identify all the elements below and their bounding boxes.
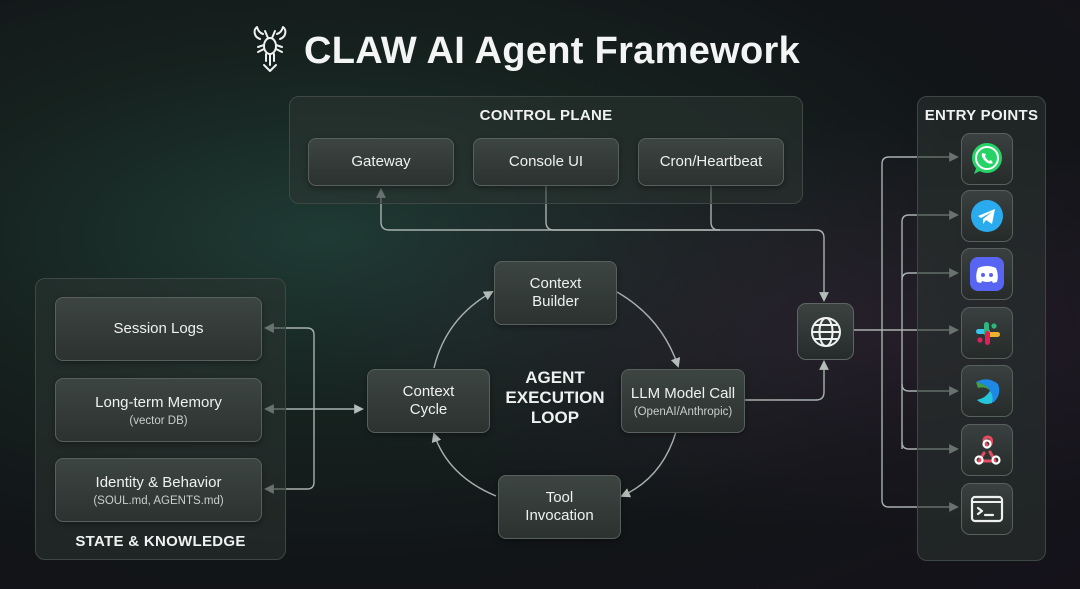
cron-heartbeat-box[interactable]: Cron/Heartbeat (638, 138, 784, 186)
console-ui-box[interactable]: Console UI (473, 138, 619, 186)
identity-behavior-sublabel: (SOUL.md, AGENTS.md) (93, 494, 224, 507)
entry-points-title: ENTRY POINTS (924, 107, 1039, 124)
state-knowledge-title: STATE & KNOWLEDGE (75, 533, 246, 550)
page-title: CLAW AI Agent Framework (304, 29, 801, 72)
identity-behavior-box[interactable]: Identity & Behavior (SOUL.md, AGENTS.md) (55, 458, 262, 522)
session-logs-label: Session Logs (113, 320, 204, 337)
session-logs-box[interactable]: Session Logs (55, 297, 262, 361)
tool-invocation-label: Tool Invocation (525, 489, 594, 524)
long-term-memory-sublabel: (vector DB) (129, 414, 188, 427)
wire-cron (710, 186, 829, 302)
wire-gateway (376, 188, 720, 231)
gateway-box[interactable]: Gateway (308, 138, 454, 186)
context-cycle-label: Context Cycle (402, 383, 455, 418)
whatsapp-icon[interactable] (961, 133, 1013, 185)
telegram-icon[interactable] (961, 190, 1013, 242)
lobster-icon (250, 25, 290, 78)
discord-icon[interactable] (961, 248, 1013, 300)
wire-entry-teams (901, 383, 959, 396)
wire-llm-globe (744, 360, 829, 401)
long-term-memory-box[interactable]: Long-term Memory (vector DB) (55, 378, 262, 442)
console-ui-label: Console UI (508, 153, 584, 170)
tool-invocation-box[interactable]: Tool Invocation (498, 475, 621, 539)
cron-heartbeat-label: Cron/Heartbeat (659, 153, 763, 170)
control-plane-title: CONTROL PLANE (479, 107, 613, 124)
loop-arc-cycle-builder (433, 291, 494, 369)
wire-entry-discord (901, 268, 959, 281)
wire-entry-webhook (901, 441, 959, 454)
llm-model-call-label: LLM Model Call (630, 384, 736, 402)
loop-arc-llm-tool (620, 431, 677, 498)
context-builder-box[interactable]: Context Builder (494, 261, 617, 325)
llm-model-call-box[interactable]: LLM Model Call (OpenAI/Anthropic) (621, 369, 745, 433)
gateway-label: Gateway (351, 153, 411, 170)
context-builder-label: Context Builder (529, 275, 582, 310)
agent-execution-loop-label: AGENT EXECUTION LOOP (505, 368, 605, 427)
llm-model-call-sublabel: (OpenAI/Anthropic) (633, 405, 733, 418)
wire-entry-trunk-b (881, 330, 959, 512)
title-bar: CLAW AI Agent Framework (250, 25, 850, 78)
globe-icon[interactable] (797, 303, 854, 360)
long-term-memory-label: Long-term Memory (95, 393, 222, 411)
identity-behavior-label: Identity & Behavior (95, 473, 222, 491)
terminal-icon[interactable] (961, 483, 1013, 535)
wire-identity (264, 409, 315, 494)
webhook-icon[interactable] (961, 424, 1013, 476)
context-cycle-box[interactable]: Context Cycle (367, 369, 490, 433)
loop-arc-tool-cycle (431, 432, 497, 497)
wire-entry-telegram (901, 210, 959, 223)
loop-arc-builder-llm (616, 291, 681, 368)
wire-session (264, 323, 315, 409)
wire-entry-trunk-a (881, 152, 959, 330)
slack-icon[interactable] (961, 307, 1013, 359)
teams-icon[interactable] (961, 365, 1013, 417)
